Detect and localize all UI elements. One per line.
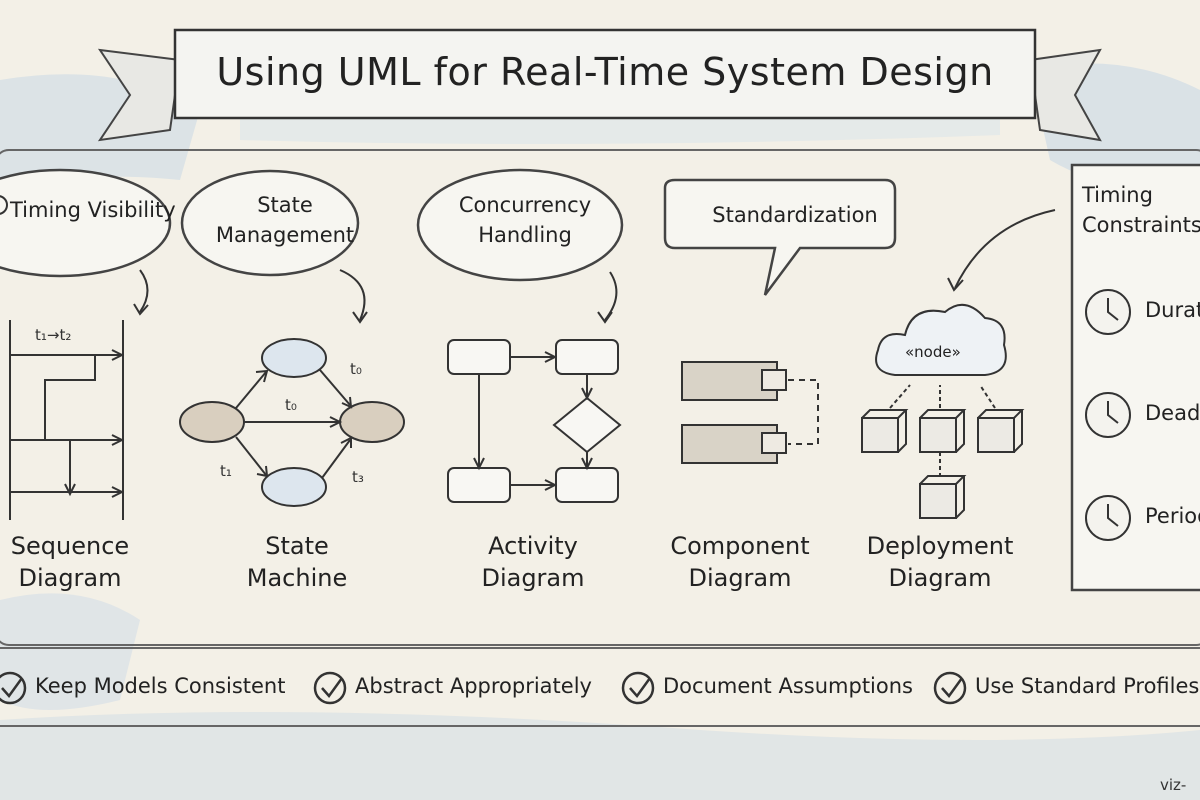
state-machine-diagram [179, 338, 405, 507]
checklist-checks [0, 671, 967, 705]
bubble-standardization [663, 178, 897, 296]
watermark: viz- [1160, 776, 1187, 794]
bubble-label-timing: Timing Visibility [10, 198, 176, 222]
bubble-label-state: State Management [215, 193, 355, 247]
checklist-item-consistent: Keep Models Consistent [35, 674, 286, 698]
diagram-label-deployment: Deployment Diagram [866, 532, 1014, 592]
diagram-label-component: Component Diagram [670, 532, 810, 592]
page-title: Using UML for Real-Time System Design [216, 50, 994, 94]
bubble-timing [0, 168, 172, 316]
diagram-label-state-machine: State Machine [246, 532, 348, 592]
bubble-label-concurrency: Concurrency Handling [458, 193, 592, 247]
timing-constraints-panel [1070, 163, 1200, 592]
diagram-label-sequence: Sequence Diagram [10, 532, 130, 592]
diagram-label-activity: Activity Diagram [481, 532, 585, 592]
activity-diagram [447, 339, 622, 503]
deployment-diagram [861, 303, 1025, 519]
state-transition-label-right: t₃ [352, 468, 364, 486]
timing-constraint-period: Period [1145, 504, 1200, 528]
checklist-item-assumptions: Document Assumptions [663, 674, 913, 698]
timing-constraints-title: Timing Constraints [1082, 183, 1200, 237]
bubble-state [180, 169, 368, 324]
component-diagram [681, 361, 819, 464]
sequence-time-label: t₁→t₂ [35, 326, 72, 344]
deployment-node-label: «node» [905, 343, 961, 361]
bubble-concurrency [416, 168, 624, 324]
title-banner [97, 28, 1102, 142]
state-transition-label-left: t₁ [220, 462, 232, 480]
checklist-item-abstract: Abstract Appropriately [355, 674, 592, 698]
bubble-label-standardization: Standardization [712, 203, 878, 227]
state-transition-label-mid: t₀ [285, 396, 297, 414]
checklist-item-profiles: Use Standard Profiles [975, 674, 1200, 698]
timing-constraint-deadline: Deadline [1145, 401, 1200, 425]
timing-constraint-duration: Duration [1145, 298, 1200, 322]
state-transition-label-top: t₀ [350, 360, 362, 378]
sequence-diagram [9, 320, 125, 520]
clock-icon [0, 195, 8, 215]
